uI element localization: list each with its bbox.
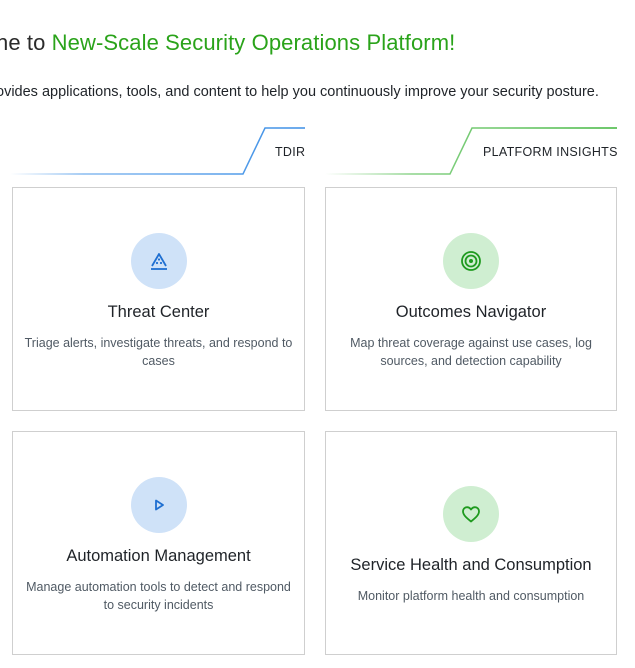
service-health-card[interactable]: Service Health and Consumption Monitor p… xyxy=(325,431,617,655)
service-health-icon-badge xyxy=(443,486,499,542)
automation-management-description: Manage automation tools to detect and re… xyxy=(26,580,291,612)
section-label-platform-insights: PLATFORM INSIGHTS xyxy=(483,145,618,159)
automation-management-title: Automation Management xyxy=(66,547,251,565)
tdir-section-decoration xyxy=(10,127,305,175)
service-health-title: Service Health and Consumption xyxy=(350,556,592,574)
page-title-brand: New-Scale Security Operations Platform! xyxy=(51,30,456,55)
platform-insights-section-decoration xyxy=(325,127,617,175)
section-label-tdir: TDIR xyxy=(275,145,306,159)
page-title: ne to New-Scale Security Operations Plat… xyxy=(0,30,455,56)
threat-center-icon-badge xyxy=(130,233,187,289)
threat-center-title: Threat Center xyxy=(107,303,210,321)
service-health-description: Monitor platform health and consumption xyxy=(357,589,585,603)
heart-icon xyxy=(462,506,480,523)
automation-management-card[interactable]: Automation Management Manage automation … xyxy=(12,431,305,655)
automation-management-icon-badge xyxy=(130,477,187,533)
page-title-prefix: ne to xyxy=(0,30,52,55)
threat-center-card[interactable]: Threat Center Triage alerts, investigate… xyxy=(12,187,305,411)
page-subtitle: ovides applications, tools, and content … xyxy=(0,84,599,100)
outcomes-navigator-title: Outcomes Navigator xyxy=(395,303,547,321)
target-icon xyxy=(461,251,481,271)
threat-center-description: Triage alerts, investigate threats, and … xyxy=(24,336,293,368)
outcomes-navigator-card[interactable]: Outcomes Navigator Map threat coverage a… xyxy=(325,187,617,411)
threat-center-icon xyxy=(150,253,167,270)
play-icon xyxy=(154,499,164,511)
outcomes-navigator-description: Map threat coverage against use cases, l… xyxy=(350,336,592,368)
outcomes-navigator-icon-badge xyxy=(443,233,499,289)
